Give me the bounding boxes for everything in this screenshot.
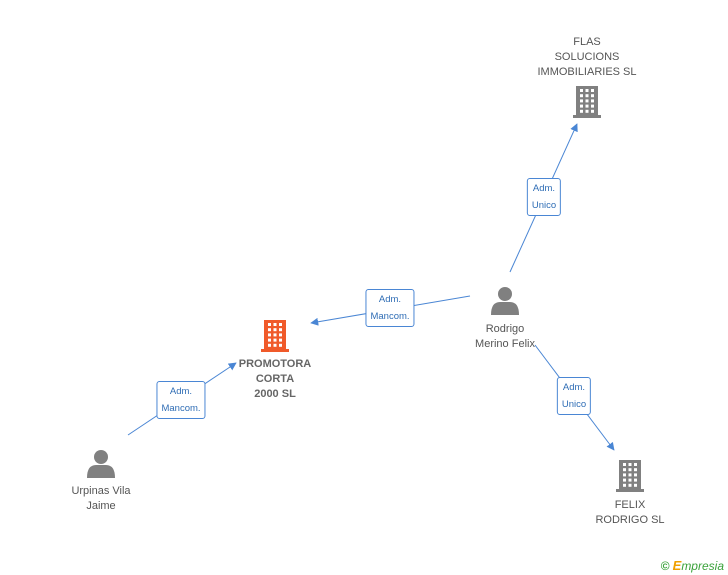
node-label-promotora[interactable]: PROMOTORA CORTA 2000 SL xyxy=(238,358,312,400)
building-icon-felix[interactable] xyxy=(616,460,644,492)
building-icon-flas[interactable] xyxy=(573,86,601,118)
relation-label-urpinas-promotora[interactable]: Adm. Mancom. xyxy=(156,381,206,419)
person-icon-urpinas[interactable] xyxy=(87,450,115,478)
relation-label-rodrigo-promotora[interactable]: Adm. Mancom. xyxy=(365,289,415,327)
brand-name: mpresia xyxy=(681,559,724,573)
brand-initial: E xyxy=(672,558,682,573)
relation-label-rodrigo-felix[interactable]: Adm. Unico xyxy=(556,377,592,415)
node-label-rodrigo[interactable]: Rodrigo Merino Felix xyxy=(475,323,535,350)
relation-label-rodrigo-flas[interactable]: Adm. Unico xyxy=(526,178,562,216)
node-label-felix[interactable]: FELIX RODRIGO SL xyxy=(595,499,665,526)
copyright-icon: © xyxy=(660,559,670,573)
node-label-urpinas[interactable]: Urpinas Vila Jaime xyxy=(71,485,131,512)
person-icon-rodrigo[interactable] xyxy=(491,287,519,315)
node-label-flas[interactable]: FLAS SOLUCIONS IMMOBILIARIES SL xyxy=(537,36,637,78)
empresia-brand[interactable]: ©Empresia xyxy=(661,558,724,573)
building-icon-promotora[interactable] xyxy=(261,320,289,352)
